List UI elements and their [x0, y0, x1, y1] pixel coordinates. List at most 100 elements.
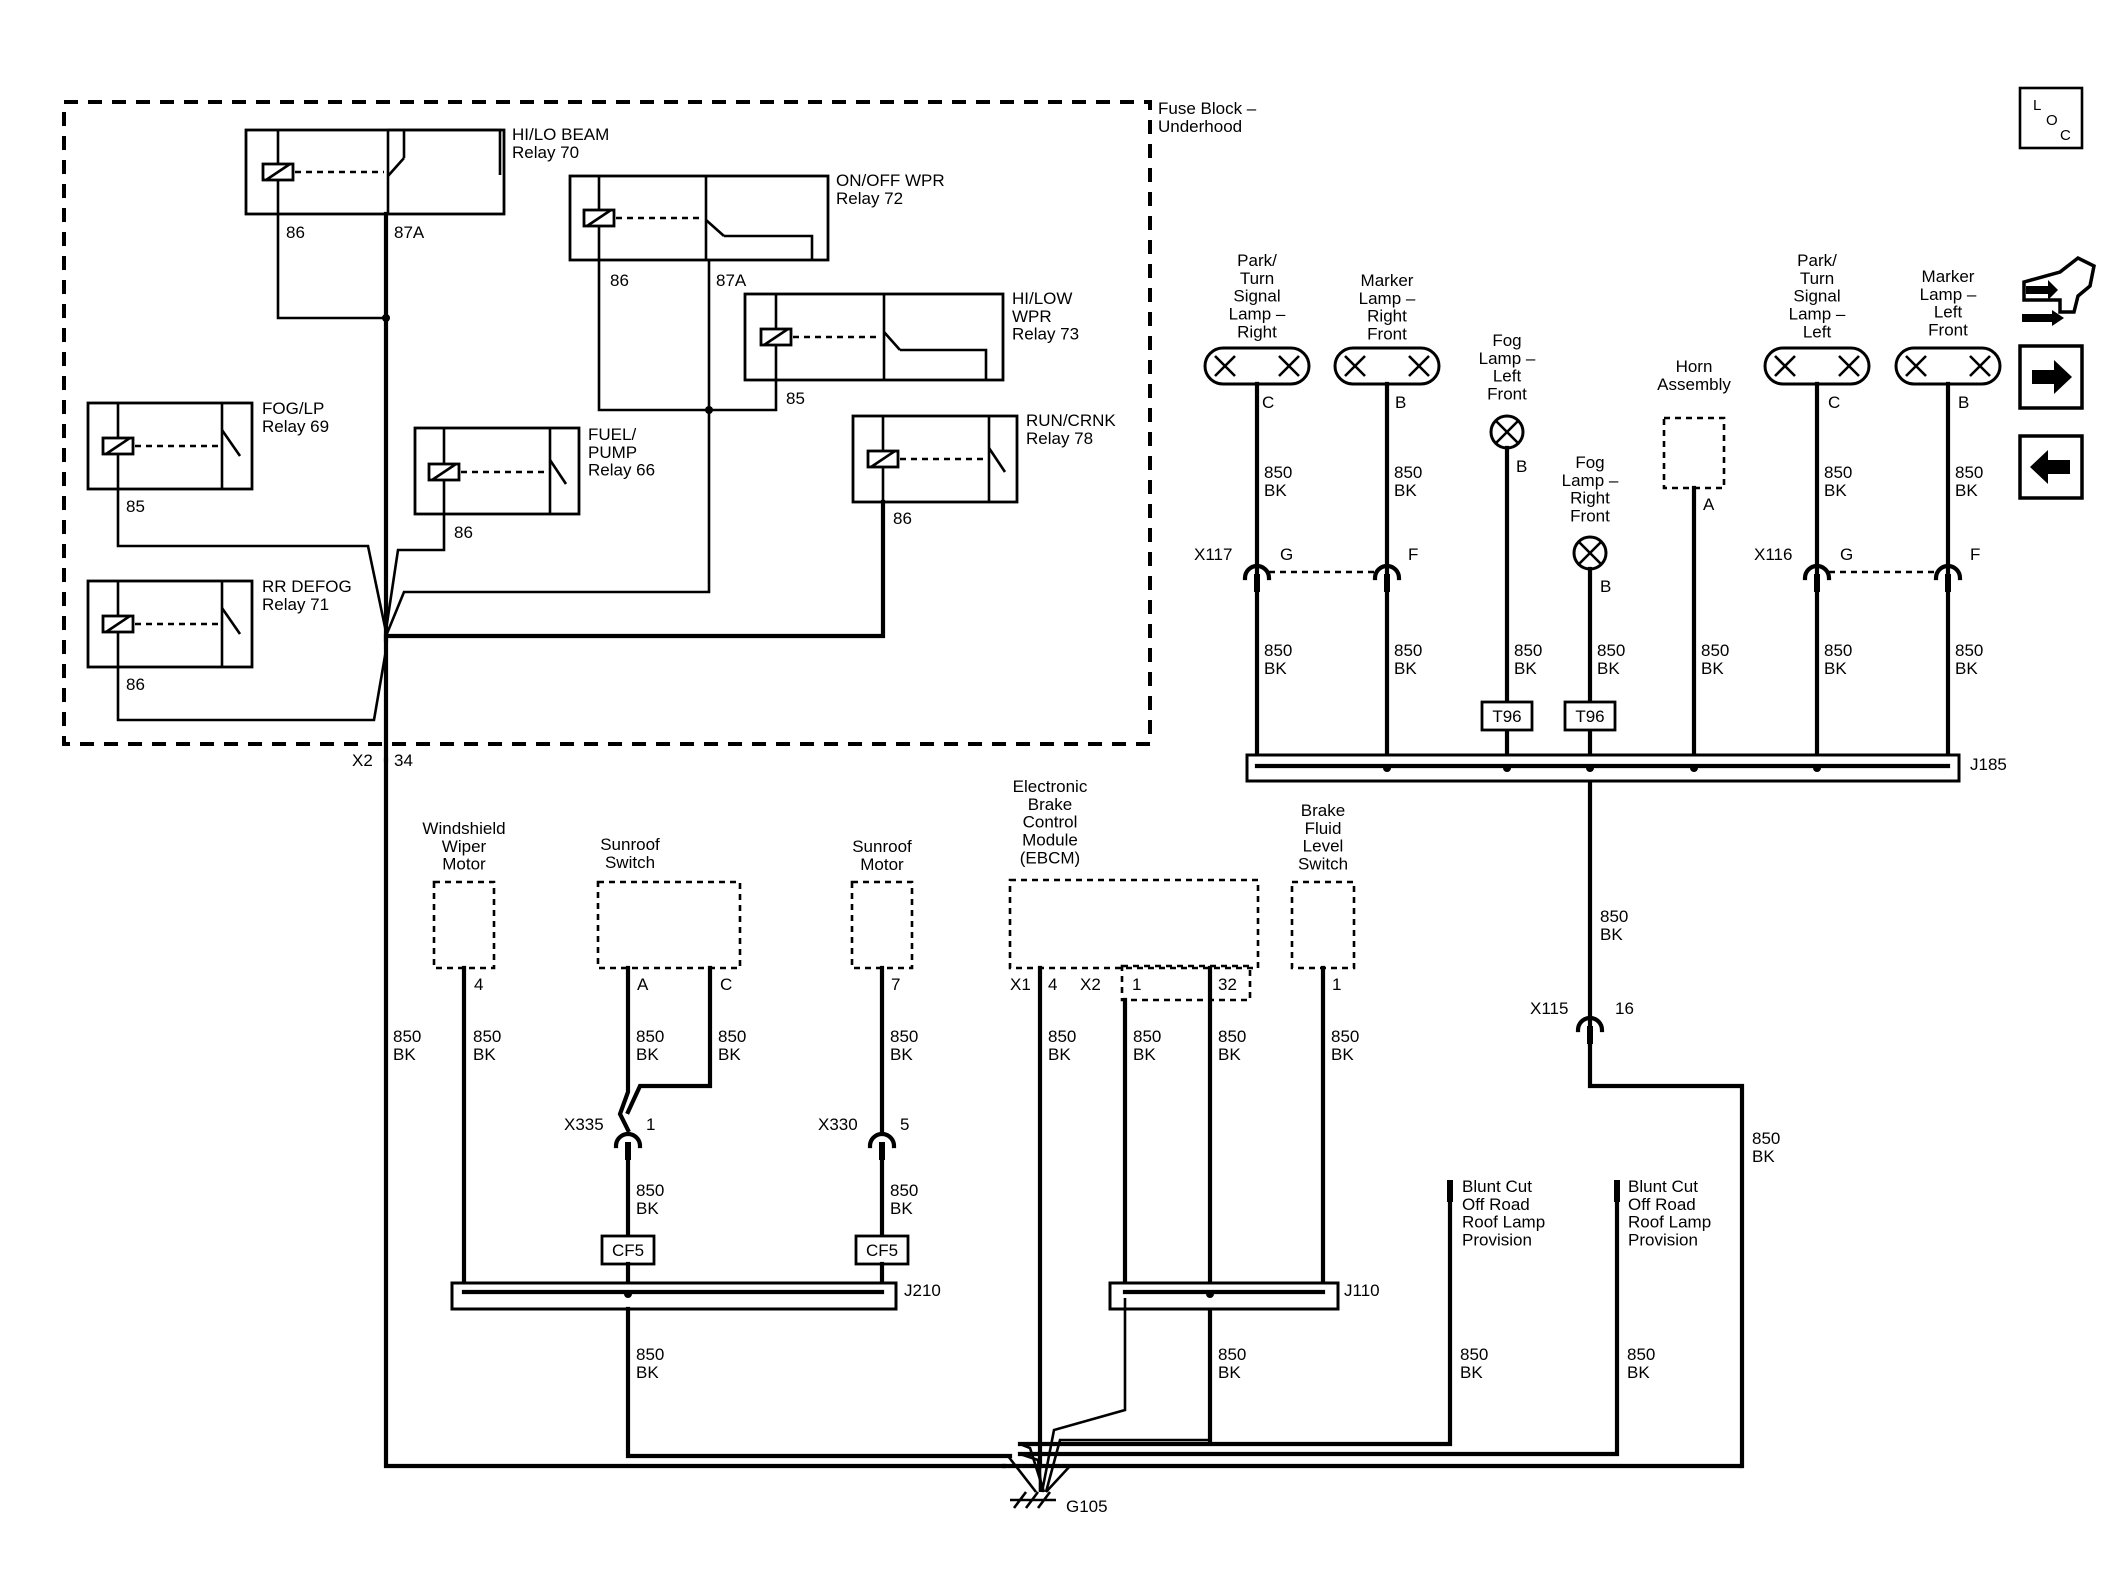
sunroof-motor-pin: 7: [891, 975, 900, 994]
conn-x117-label: X117: [1194, 545, 1232, 564]
ebcm-x2-connector: [1120, 964, 1252, 1002]
fuse-block-wiring: [116, 211, 886, 763]
ebcm-pin-1: 1: [1132, 975, 1141, 994]
cf5-label: CF5: [612, 1241, 644, 1260]
sunroof-switch-wire-a: [617, 965, 631, 1133]
svg-text:L: L: [2033, 97, 2041, 114]
relay-73-pin-85: 85: [786, 389, 805, 408]
lamp-marker-right-front: [1333, 346, 1441, 386]
sunroof-switch-wire-c: [625, 965, 713, 1115]
splice-j110: [1108, 1281, 1340, 1311]
conn-x116-pin-g: G: [1840, 545, 1853, 564]
ebcm-x2-label: X2: [1080, 975, 1101, 994]
conn-x116-label: X116: [1754, 545, 1792, 564]
lamp-fog-left-front-pin: B: [1516, 457, 1527, 476]
blunt-cut-left-wire: [1017, 1199, 1453, 1447]
blunt-cut-left-end: [1447, 1180, 1453, 1202]
brake-fluid-level-switch: [1290, 880, 1356, 970]
lamp-fog-right-front: [1572, 535, 1608, 571]
splice-j185-label: J185: [1970, 755, 2007, 774]
lamp-park-turn-left: [1763, 346, 1871, 386]
lamp-marker-right-front-pin: B: [1395, 393, 1406, 412]
relay-72-pin-87a: 87A: [716, 271, 747, 290]
sunroof-switch: [596, 880, 742, 970]
back-arrow-icon[interactable]: [2018, 434, 2084, 500]
ebcm-pin-4: 4: [1048, 975, 1057, 994]
windshield-wiper-motor: [432, 880, 496, 970]
conn-x330: [867, 1131, 897, 1239]
splice-j110-label: J110: [1344, 1281, 1380, 1300]
relay-70: [244, 128, 506, 216]
sunroof-motor: [850, 880, 914, 970]
cf5-label: CF5: [866, 1241, 898, 1260]
splice-j185: [1245, 753, 1961, 783]
loc-icon[interactable]: L O C: [2018, 86, 2084, 150]
windshield-wiper-motor-pin: 4: [474, 975, 483, 994]
relay-72-pin-86: 86: [610, 271, 629, 290]
sunroof-switch-pin-c: C: [720, 975, 732, 994]
brake-fluid-level-switch-pin: 1: [1332, 975, 1341, 994]
conn-x335-label: X335: [564, 1115, 604, 1134]
conn-x115: [1575, 1015, 1745, 1469]
relay-69-pin-85: 85: [126, 497, 145, 516]
splice-j210-label: J210: [904, 1281, 941, 1300]
relay-66-pin-86: 86: [454, 523, 473, 542]
lamp-marker-left-front-pin: B: [1958, 393, 1969, 412]
relay-69: [86, 401, 254, 491]
forward-arrow-icon[interactable]: [2018, 344, 2084, 410]
conn-x115-label: X115: [1530, 999, 1568, 1018]
lamp-park-turn-right: [1203, 346, 1311, 386]
conn-x2-label: X2: [352, 751, 373, 770]
relay-72: [568, 174, 830, 262]
lamp-fog-left-front: [1489, 414, 1525, 450]
splice-j210: [450, 1281, 898, 1311]
t96-label: T96: [1492, 707, 1521, 726]
trunk-left: [383, 757, 1007, 1469]
relay-78-pin-86: 86: [893, 509, 912, 528]
conn-x116: [1802, 563, 1963, 592]
t96-box-left: [1480, 700, 1534, 732]
conn-x117-pin-f: F: [1408, 545, 1418, 564]
cf5-box-right: [854, 1234, 910, 1266]
t96-box-right: [1563, 700, 1617, 732]
lamp-marker-left-front: [1894, 346, 2002, 386]
ground-g105: [628, 1298, 1743, 1509]
lamp-park-turn-left-pin: C: [1828, 393, 1840, 412]
connector-tool-icon[interactable]: [2022, 255, 2096, 326]
blunt-cut-right-wire: [1017, 1199, 1620, 1457]
